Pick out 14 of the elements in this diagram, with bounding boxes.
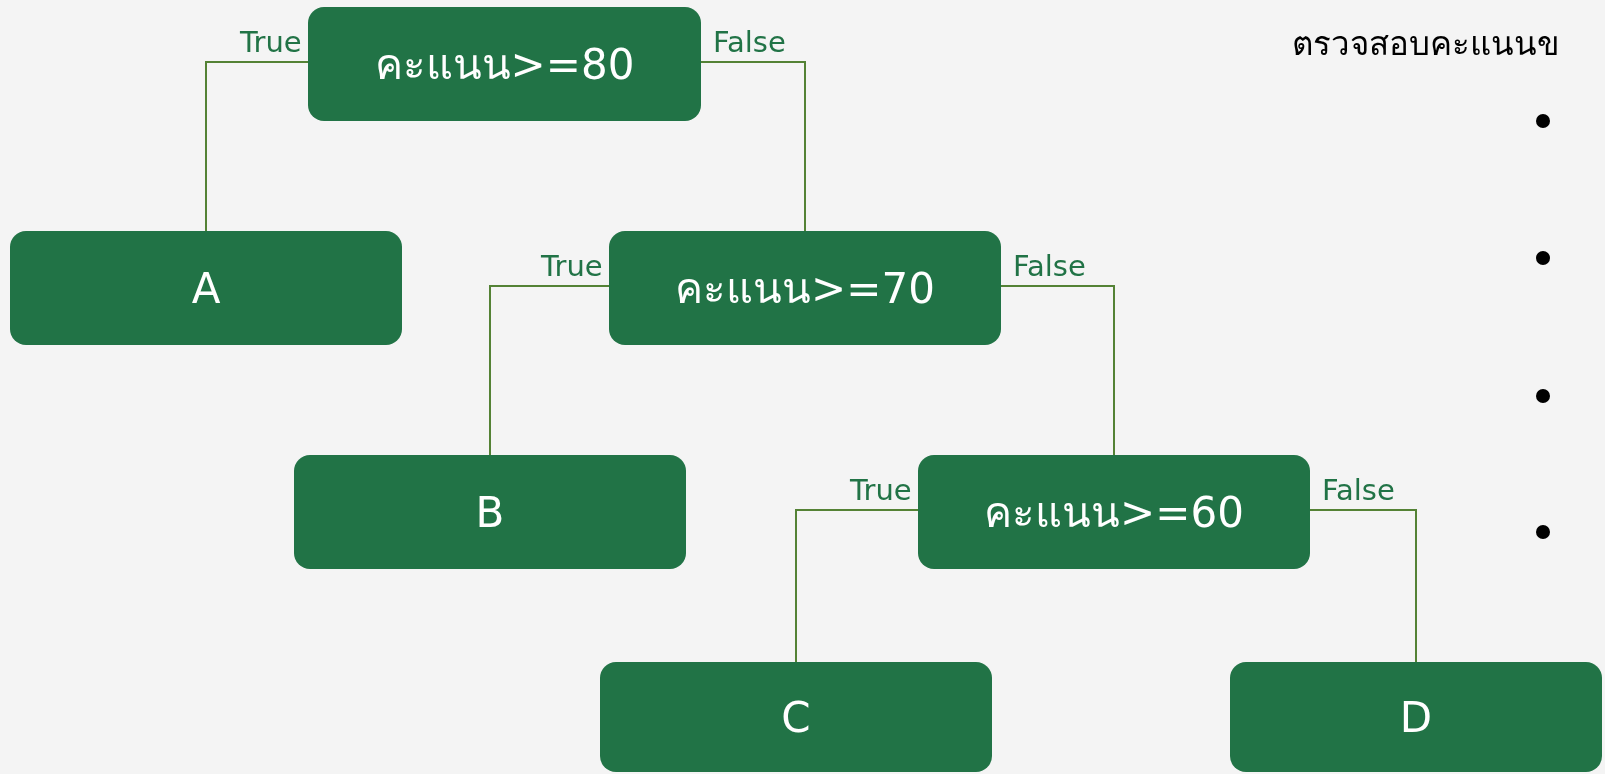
connector-line <box>700 61 806 232</box>
connector-line <box>205 61 309 232</box>
connector-line <box>1000 285 1115 456</box>
result-box: A <box>10 231 402 345</box>
decision-box: คะแนน>=60 <box>918 455 1310 569</box>
connector-line <box>489 285 610 456</box>
decision-box: คะแนน>=70 <box>609 231 1001 345</box>
result-box: C <box>600 662 992 772</box>
result-box: B <box>294 455 686 569</box>
decision-box: คะแนน>=80 <box>308 7 701 121</box>
connector-line <box>1309 509 1417 663</box>
connector-line <box>795 509 919 663</box>
heading-text: ตรวจสอบคะแนนข <box>1292 23 1560 65</box>
result-box: D <box>1230 662 1602 772</box>
